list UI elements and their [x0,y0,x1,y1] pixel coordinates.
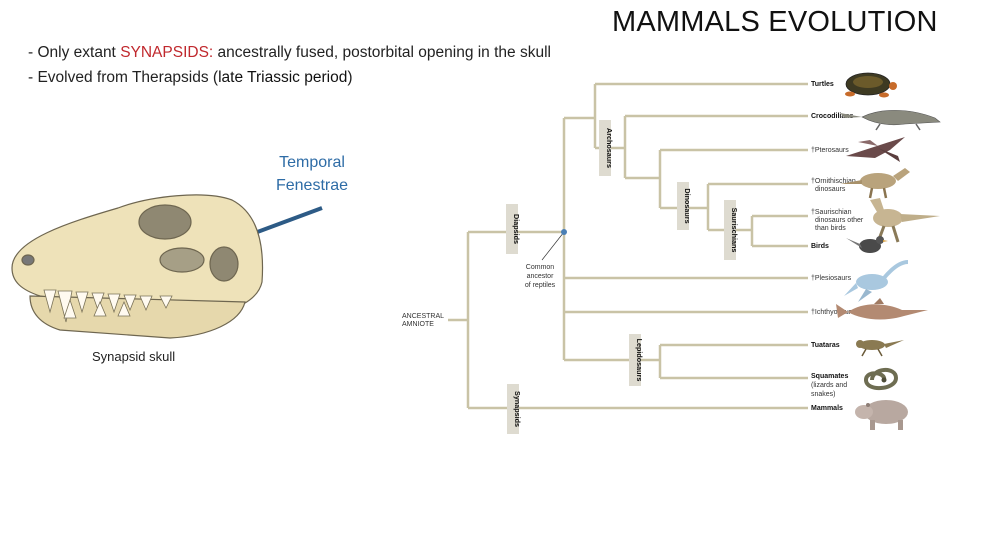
taxon-ornithischian-line2: dinosaurs [815,186,846,193]
clade-label-saurischians: Saurischians [724,200,739,260]
svg-text:Diapsids: Diapsids [512,214,521,244]
taxon-saurischian-line2: dinosaurs other [815,217,864,224]
taxon-ornithischian-line1: †Ornithischian [811,178,856,185]
temporal-fenestrae-label: Temporal Fenestrae [275,154,349,194]
pterosaur-icon [846,137,905,162]
taxon-saurischian-line1: †Saurischian [811,209,852,216]
ancestor-pointer [541,231,565,261]
turtle-icon [845,72,897,98]
clade-label-diapsids: Diapsids [506,204,521,254]
hippo-icon [855,400,908,430]
root-label-line1: ANCESTRAL [402,313,444,320]
clade-label-lepidosaurs: Lepidosaurs [629,334,644,386]
late-triassic-text: late Triassic period [218,69,348,86]
clade-label-archosaurs: Archosaurs [599,120,614,176]
taxon-squamates-line1: Squamates [811,373,848,380]
svg-text:Dinosaurs: Dinosaurs [683,188,692,223]
ancestor-label-line2: ancestor [527,273,555,280]
ornithischian-icon [840,168,910,199]
root-label-line2: AMNIOTE [402,321,434,328]
slide-title: MAMMALS EVOLUTION [612,6,938,38]
taxon-tuataras: Tuataras [811,342,840,349]
taxon-squamates-line2: (lizards and [811,382,847,389]
bullet-list: - Only extant SYNAPSIDS: ancestrally fus… [28,40,551,90]
taxon-ichthyosaurs: †Ichthyosaurs [811,309,855,316]
svg-text:Saurischians: Saurischians [730,208,739,253]
skull-caption: Synapsid skull [92,349,176,364]
taxon-crocodilians: Crocodilians [811,113,854,120]
bullet-synapsids: - Only extant SYNAPSIDS: ancestrally fus… [28,44,551,61]
bird-icon [846,236,888,253]
taxon-saurischian-line3: than birds [815,225,846,232]
skull-illustration [11,194,264,339]
svg-text:Archosaurs: Archosaurs [605,128,614,168]
taxon-squamates-line3: snakes) [811,391,836,398]
clade-label-synapsids: Synapsids [507,384,522,434]
plesiosaur-icon [844,260,909,302]
taxon-birds: Birds [811,243,829,250]
svg-text:Lepidosaurs: Lepidosaurs [635,339,644,382]
snake-icon [863,368,899,390]
saurischian-icon [870,198,940,243]
common-ancestor-node [561,229,567,235]
clade-label-dinosaurs: Dinosaurs [677,182,692,230]
bullet-therapsids: - Evolved from Therapsids (late Triassic… [28,69,353,86]
taxon-plesiosaurs: †Plesiosaurs [811,275,852,282]
ancestor-label-line3: of reptiles [525,282,556,289]
crocodile-icon [840,110,941,131]
ichthyosaur-icon [836,298,928,320]
taxon-turtles: Turtles [811,81,834,88]
synapsids-highlight: SYNAPSIDS: [120,44,214,61]
taxon-mammals: Mammals [811,405,843,412]
taxon-pterosaurs: †Pterosaurs [811,147,849,154]
svg-text:Synapsids: Synapsids [513,391,522,427]
ancestor-label-line1: Common [526,264,555,271]
tuatara-icon [856,340,904,357]
phylogenetic-tree [448,82,808,410]
